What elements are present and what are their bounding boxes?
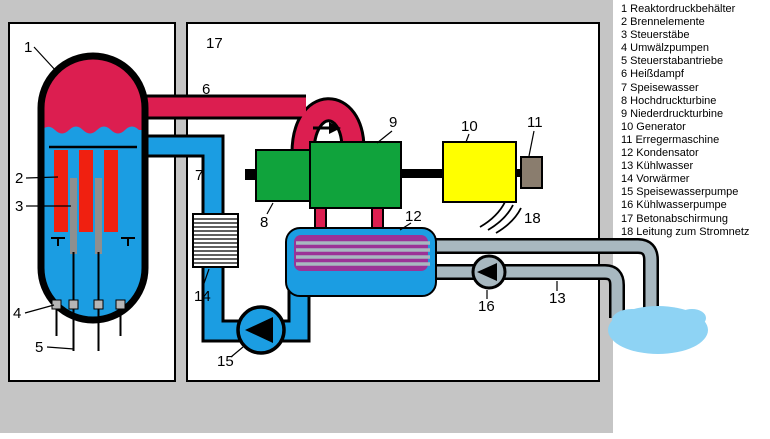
label-7: 7 (195, 167, 203, 184)
legend-item: 15 Speisewasserpumpe (621, 186, 739, 199)
label-8: 8 (260, 214, 268, 231)
feedwater-pump (236, 305, 286, 355)
preheater-hatching (194, 218, 237, 264)
label-14: 14 (194, 288, 211, 305)
legend-item: 6 Heißdampf (621, 68, 684, 81)
vessel-outline (37, 52, 149, 324)
number-labels: 1 2 3 4 5 6 7 8 9 10 11 12 13 14 15 16 1… (13, 35, 566, 370)
pump-rotor-icon (245, 317, 273, 343)
label-4: 4 (13, 305, 21, 322)
cooling-water-pipes (433, 238, 659, 318)
legend-item: 8 Hochdruckturbine (621, 94, 717, 107)
label-11: 11 (527, 114, 543, 131)
fuel-element (104, 150, 118, 232)
flow-direction-arrow-icon (313, 122, 341, 134)
label-2: 2 (15, 170, 23, 187)
label-15: 15 (217, 353, 234, 370)
leader-lines (24, 46, 558, 358)
legend-item: 13 Kühlwasser (621, 160, 694, 173)
condenser-tubes (296, 241, 430, 266)
exciter-machine (520, 156, 543, 189)
legend-item: 9 Niederdruckturbine (621, 107, 724, 120)
label-9: 9 (389, 114, 397, 131)
label-10: 10 (461, 118, 478, 135)
fuel-element (54, 150, 68, 232)
legend-item: 1 Reaktordruckbehälter (621, 3, 736, 15)
pump-rotor-icon (477, 263, 497, 281)
reactor-pressure-vessel (37, 52, 149, 351)
preheater (192, 213, 239, 268)
control-rod (70, 178, 77, 254)
cooling-pond (608, 306, 708, 354)
label-18: 18 (524, 210, 541, 227)
turbine-shaft-stub (245, 169, 257, 180)
label-1: 1 (24, 39, 32, 56)
label-6: 6 (202, 81, 210, 98)
label-5: 5 (35, 339, 43, 356)
cooling-pipe-return (433, 240, 657, 316)
legend-item: 12 Kondensator (621, 147, 699, 160)
legend-item: 7 Speisewasser (621, 81, 699, 94)
legend-item: 14 Vorwärmer (621, 173, 690, 186)
legend-item: 17 Betonabschirmung (621, 212, 729, 225)
cooling-water-pump (471, 254, 507, 290)
power-grid-lines (479, 201, 522, 234)
generator (442, 141, 517, 203)
legend-item: 2 Brennelemente (621, 16, 705, 29)
recirculation-pumps (51, 299, 126, 310)
hp-turbine (255, 149, 311, 202)
control-rod (95, 178, 102, 254)
legend-item: 18 Leitung zum Stromnetz (621, 225, 750, 238)
legend-item: 11 Erregermaschine (621, 133, 720, 146)
label-16: 16 (478, 298, 495, 315)
turbine-generator-shaft (399, 169, 445, 178)
hot-steam-pipe (130, 94, 366, 154)
legend-item: 3 Steuerstäbe (621, 29, 690, 42)
exciter-shaft (514, 169, 523, 177)
legend: 1 Reaktordruckbehälter 2 Brennelemente 3… (621, 3, 768, 239)
legend-item: 10 Generator (621, 120, 686, 133)
label-17: 17 (206, 35, 223, 52)
label-12: 12 (405, 208, 422, 225)
feedwater-pipe (131, 134, 311, 343)
condenser (285, 227, 437, 297)
label-3: 3 (15, 198, 23, 215)
lp-turbine (309, 141, 402, 209)
legend-item: 16 Kühlwasserpumpe (621, 199, 727, 212)
cooling-pipe-supply (433, 266, 623, 318)
legend-item: 4 Umwälzpumpen (621, 42, 710, 55)
label-13: 13 (549, 290, 566, 307)
core-support (51, 237, 135, 246)
fuel-element (79, 150, 93, 232)
legend-item: 5 Steuerstabantriebe (621, 55, 724, 68)
